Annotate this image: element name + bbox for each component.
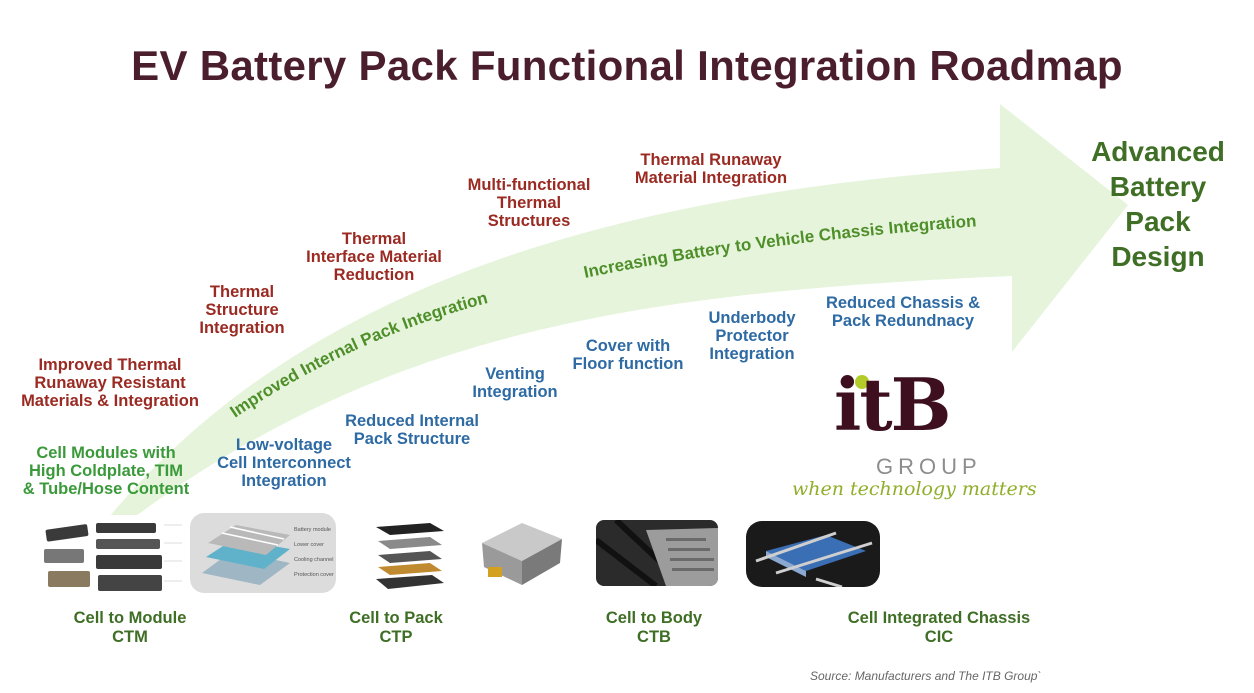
label-line: Structures [487, 212, 571, 230]
ctb-cell-body-image [478, 517, 566, 593]
stage-ctm: Cell to Module CTM [60, 609, 200, 647]
label-line: Pack Redundnacy [831, 312, 975, 330]
structural-label-low-voltage: Low-voltage Cell Interconnect Integratio… [200, 436, 368, 490]
logo-mark: itB [834, 362, 951, 447]
stage-ctp: Cell to Pack CTP [326, 609, 466, 647]
logo-group: GROUP [876, 454, 982, 479]
structural-label-underbody: Underbody Protector Integration [696, 309, 808, 363]
label-line: High Coldplate, TIM [29, 462, 183, 480]
label-line: Materials & Integration [21, 392, 199, 410]
label-line: Multi-functional [467, 176, 591, 194]
thumb-legend-item: Cooling channel [294, 557, 334, 563]
stage-abbr: CTP [379, 628, 413, 646]
label-line: Reduction [333, 266, 415, 284]
label-line: Underbody [708, 309, 796, 327]
label-line: Cell Interconnect [217, 454, 351, 472]
advanced-battery-pack-design: Advanced Battery Pack Design [1076, 134, 1240, 274]
label-line: Pack Structure [353, 430, 471, 448]
goal-line: Pack [1125, 206, 1191, 237]
ctp-pack-image: Battery module Lower cover Cooling chann… [190, 513, 336, 593]
label-line: Integration [709, 345, 795, 363]
label-line: Structure [205, 301, 279, 319]
structural-label-reduced-internal: Reduced Internal Pack Structure [334, 412, 490, 448]
goal-line: Advanced [1091, 136, 1225, 167]
stage-name: Cell to Body [605, 609, 703, 627]
start-label-cell-modules: Cell Modules with High Coldplate, TIM & … [8, 444, 204, 498]
thumb-legend: Battery module Lower cover Cooling chann… [294, 523, 334, 583]
goal-line: Design [1111, 241, 1205, 272]
structural-label-chassis-redundancy: Reduced Chassis & Pack Redundnacy [812, 294, 994, 330]
structural-label-cover-floor: Cover with Floor function [564, 337, 692, 373]
goal-line: Battery [1109, 171, 1207, 202]
label-line: Interface Material [306, 248, 442, 266]
itb-group-logo: itB GROUP when technology matters [786, 362, 1037, 500]
label-line: Integration [241, 472, 327, 490]
label-line: & Tube/Hose Content [22, 480, 190, 498]
ctb-floor-image [596, 520, 718, 586]
label-line: Thermal [209, 283, 275, 301]
label-line: Low-voltage [235, 436, 333, 454]
label-line: Reduced Internal [345, 412, 479, 430]
label-line: Reduced Chassis & [825, 294, 981, 312]
thumb-legend-item: Battery module [294, 527, 331, 533]
thumb-legend-item: Lower cover [294, 542, 324, 548]
label-line: Thermal [341, 230, 407, 248]
ctp-layers-image [376, 523, 444, 589]
ctm-exploded-pack-image [36, 515, 184, 601]
thermal-label-runaway-material: Thermal Runaway Material Integration [616, 151, 806, 187]
logo-dot [855, 375, 869, 389]
logo-tagline: when technology matters [792, 478, 1037, 500]
thermal-label-multifunctional: Multi-functional Thermal Structures [450, 176, 608, 230]
stage-name: Cell Integrated Chassis [847, 609, 1031, 627]
label-line: Cell Modules with [36, 444, 176, 462]
label-line: Venting [485, 365, 545, 383]
label-line: Material Integration [634, 169, 788, 187]
stage-abbr: CIC [924, 628, 954, 646]
page-title: EV Battery Pack Functional Integration R… [131, 42, 1123, 89]
label-line: Protector [715, 327, 789, 345]
thermal-label-tim-reduction: Thermal Interface Material Reduction [292, 230, 456, 284]
label-line: Floor function [572, 355, 684, 373]
label-line: Runaway Resistant [34, 374, 186, 392]
thumb-legend-item: Protection cover [294, 572, 334, 578]
label-line: Integration [199, 319, 285, 337]
cic-chassis-image [746, 521, 880, 587]
label-line: Cover with [585, 337, 671, 355]
thermal-label-runaway-resistant: Improved Thermal Runaway Resistant Mater… [8, 356, 212, 410]
source-note: Source: Manufacturers and The ITB Group` [810, 669, 1042, 683]
stage-name: Cell to Pack [349, 609, 443, 627]
label-line: Thermal [496, 194, 562, 212]
stage-ctb: Cell to Body CTB [584, 609, 724, 647]
stage-name: Cell to Module [73, 609, 187, 627]
label-line: Thermal Runaway [640, 151, 782, 169]
structural-label-venting: Venting Integration [460, 365, 570, 401]
label-line: Integration [472, 383, 558, 401]
thermal-label-structure-integration: Thermal Structure Integration [182, 283, 302, 337]
label-line: Improved Thermal [38, 356, 182, 374]
stage-abbr: CTM [112, 628, 148, 646]
stage-cic: Cell Integrated Chassis CIC [824, 609, 1054, 647]
stage-abbr: CTB [637, 628, 671, 646]
